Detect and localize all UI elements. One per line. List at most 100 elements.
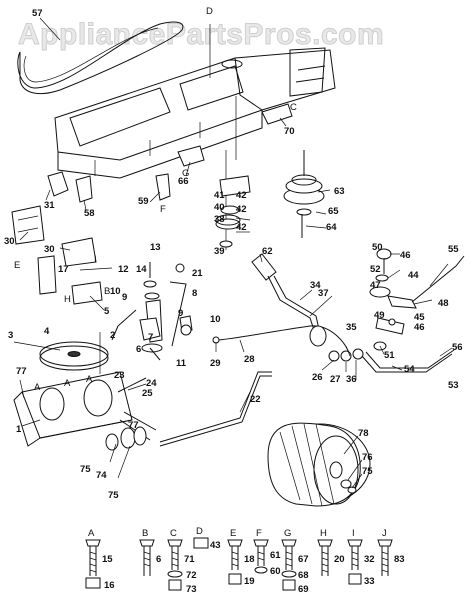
callout: 51 (384, 350, 395, 361)
hardware-letter: C (170, 528, 177, 539)
letter: A (34, 382, 41, 393)
callout: 63 (334, 186, 345, 197)
hardware-letter: F (256, 528, 262, 539)
callout: 53 (448, 380, 459, 391)
callout: 30 (44, 244, 55, 255)
hardware-part: 67 (298, 554, 309, 565)
letter: E (14, 260, 20, 271)
callout: 41 (214, 190, 225, 201)
callout: 42 (236, 222, 247, 233)
hardware-A (85, 539, 101, 589)
hardware-letter: H (320, 528, 327, 539)
hardware-labels: A 15 16 B 6 C 71 72 73 D 43 E 18 19 F 61… (88, 526, 405, 595)
callout: 4 (44, 326, 50, 337)
hardware-part: 19 (244, 576, 255, 587)
callout: 29 (210, 358, 221, 369)
hardware-B (139, 539, 155, 576)
letter: H (64, 294, 71, 305)
shift-rod (159, 371, 272, 447)
callout: 2 (110, 330, 115, 341)
speed-control (361, 248, 465, 373)
drive-belt (17, 21, 184, 95)
callout: 28 (244, 354, 255, 365)
hardware-part: 15 (102, 554, 113, 565)
brackets (47, 96, 293, 203)
hardware-part: 61 (270, 550, 281, 561)
hardware-part: 43 (210, 540, 221, 551)
callout: 48 (438, 298, 449, 309)
hardware-F (253, 539, 269, 574)
callout-labels: 57 31 58 59 66 70 30 30 17 5 3 4 77 1 2 … (4, 8, 463, 501)
hardware-H (317, 539, 333, 576)
chassis-frame (54, 24, 336, 179)
callout: 30 (4, 236, 15, 247)
callout: 58 (84, 208, 95, 219)
hardware-part: 32 (364, 554, 375, 565)
hardware-E (227, 539, 243, 585)
shift-lever (251, 253, 364, 362)
hardware-part: 72 (186, 570, 197, 581)
callout: 76 (362, 452, 373, 463)
hardware-part: 83 (394, 554, 405, 565)
hardware-letter: B (142, 528, 148, 539)
idler-pulleys (215, 150, 325, 250)
callout: 40 (214, 202, 225, 213)
callout: 75 (362, 466, 373, 477)
callout: 57 (32, 8, 43, 19)
hardware-row (85, 537, 393, 591)
callout: 5 (104, 306, 110, 317)
hardware-D (193, 537, 209, 549)
callout: 36 (346, 374, 357, 385)
callout: 77 (128, 420, 139, 431)
callout: 35 (346, 322, 357, 333)
letter: G (182, 168, 189, 179)
callout: 9 (122, 292, 127, 303)
watermark: AppliancePartsPros.com (18, 18, 384, 51)
callout: 75 (108, 490, 119, 501)
callout: 34 (310, 280, 321, 291)
callout: 39 (214, 246, 225, 257)
callout: 6 (136, 344, 141, 355)
callout: 66 (178, 176, 189, 187)
hardware-C (167, 539, 183, 591)
callout: 52 (370, 264, 381, 275)
letter: D (206, 6, 213, 17)
letter: A (64, 378, 71, 389)
callout: 11 (176, 358, 187, 369)
callout: 26 (312, 372, 323, 383)
callout: 75 (80, 464, 91, 475)
letter: A (86, 374, 93, 385)
callout: 65 (328, 206, 339, 217)
callout: 42 (236, 190, 247, 201)
callout: 50 (372, 242, 383, 253)
rear-wheel (267, 422, 371, 507)
callout: 14 (136, 264, 147, 275)
callout: 8 (192, 288, 197, 299)
callout: 27 (330, 374, 341, 385)
callout: 77 (16, 366, 27, 377)
callout: 42 (236, 204, 247, 215)
hardware-part: 60 (270, 566, 281, 577)
callout: 9 (178, 308, 183, 319)
callout: 46 (414, 322, 425, 333)
callout: 25 (142, 388, 153, 399)
callout: 10 (110, 286, 121, 297)
callout: 23 (114, 370, 125, 381)
hardware-part: 73 (186, 584, 197, 595)
control-cable (212, 325, 351, 357)
callout: 24 (146, 378, 157, 389)
hardware-part: 18 (244, 554, 255, 565)
hardware-part: 69 (298, 584, 309, 595)
callout: 38 (214, 214, 225, 225)
callout: 70 (284, 126, 295, 137)
hardware-part: 68 (298, 570, 309, 581)
letter: B (104, 286, 110, 297)
callout: 31 (44, 200, 55, 211)
letter: C (290, 102, 297, 113)
callout: 47 (370, 280, 381, 291)
hardware-letter: I (352, 528, 355, 539)
transmission-assembly (13, 341, 157, 451)
hardware-letter: J (382, 528, 387, 539)
callout: 56 (452, 342, 463, 353)
callout: 46 (400, 250, 411, 261)
